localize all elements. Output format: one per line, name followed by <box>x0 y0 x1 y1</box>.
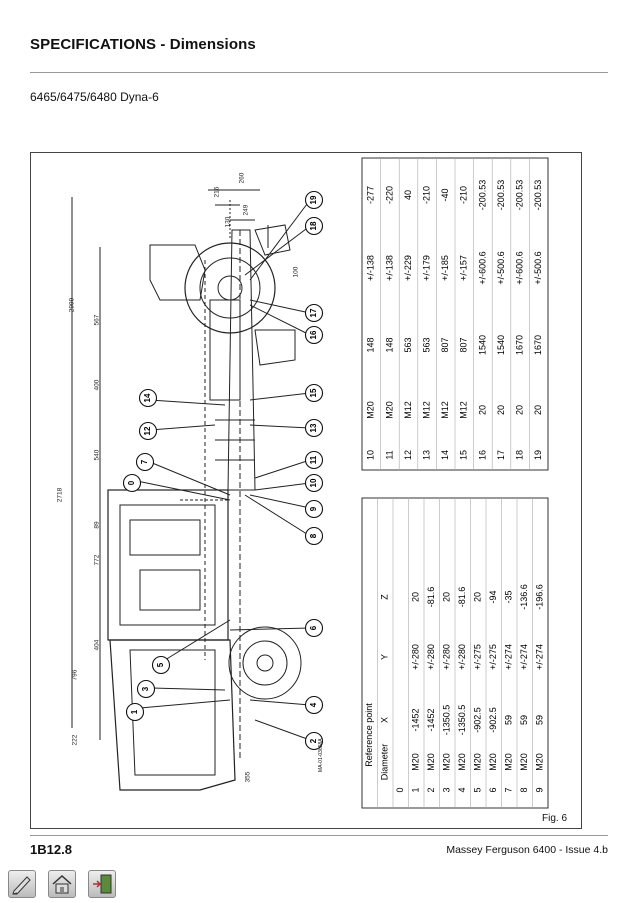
page-id: 1B12.8 <box>30 842 72 857</box>
figure-frame <box>30 152 582 829</box>
footer-divider <box>30 835 608 836</box>
house-icon[interactable] <box>48 870 76 898</box>
page-title: SPECIFICATIONS - Dimensions <box>30 36 256 53</box>
figure-caption: Fig. 6 <box>542 813 568 824</box>
header-divider <box>30 72 608 73</box>
pencil-note-icon[interactable] <box>8 870 36 898</box>
figure-code: MA-01-03658A <box>318 738 324 772</box>
publication-info: Massey Ferguson 6400 - Issue 4.b <box>446 844 608 856</box>
exit-door-icon[interactable] <box>88 870 116 898</box>
model-subtitle: 6465/6475/6480 Dyna-6 <box>30 90 159 104</box>
